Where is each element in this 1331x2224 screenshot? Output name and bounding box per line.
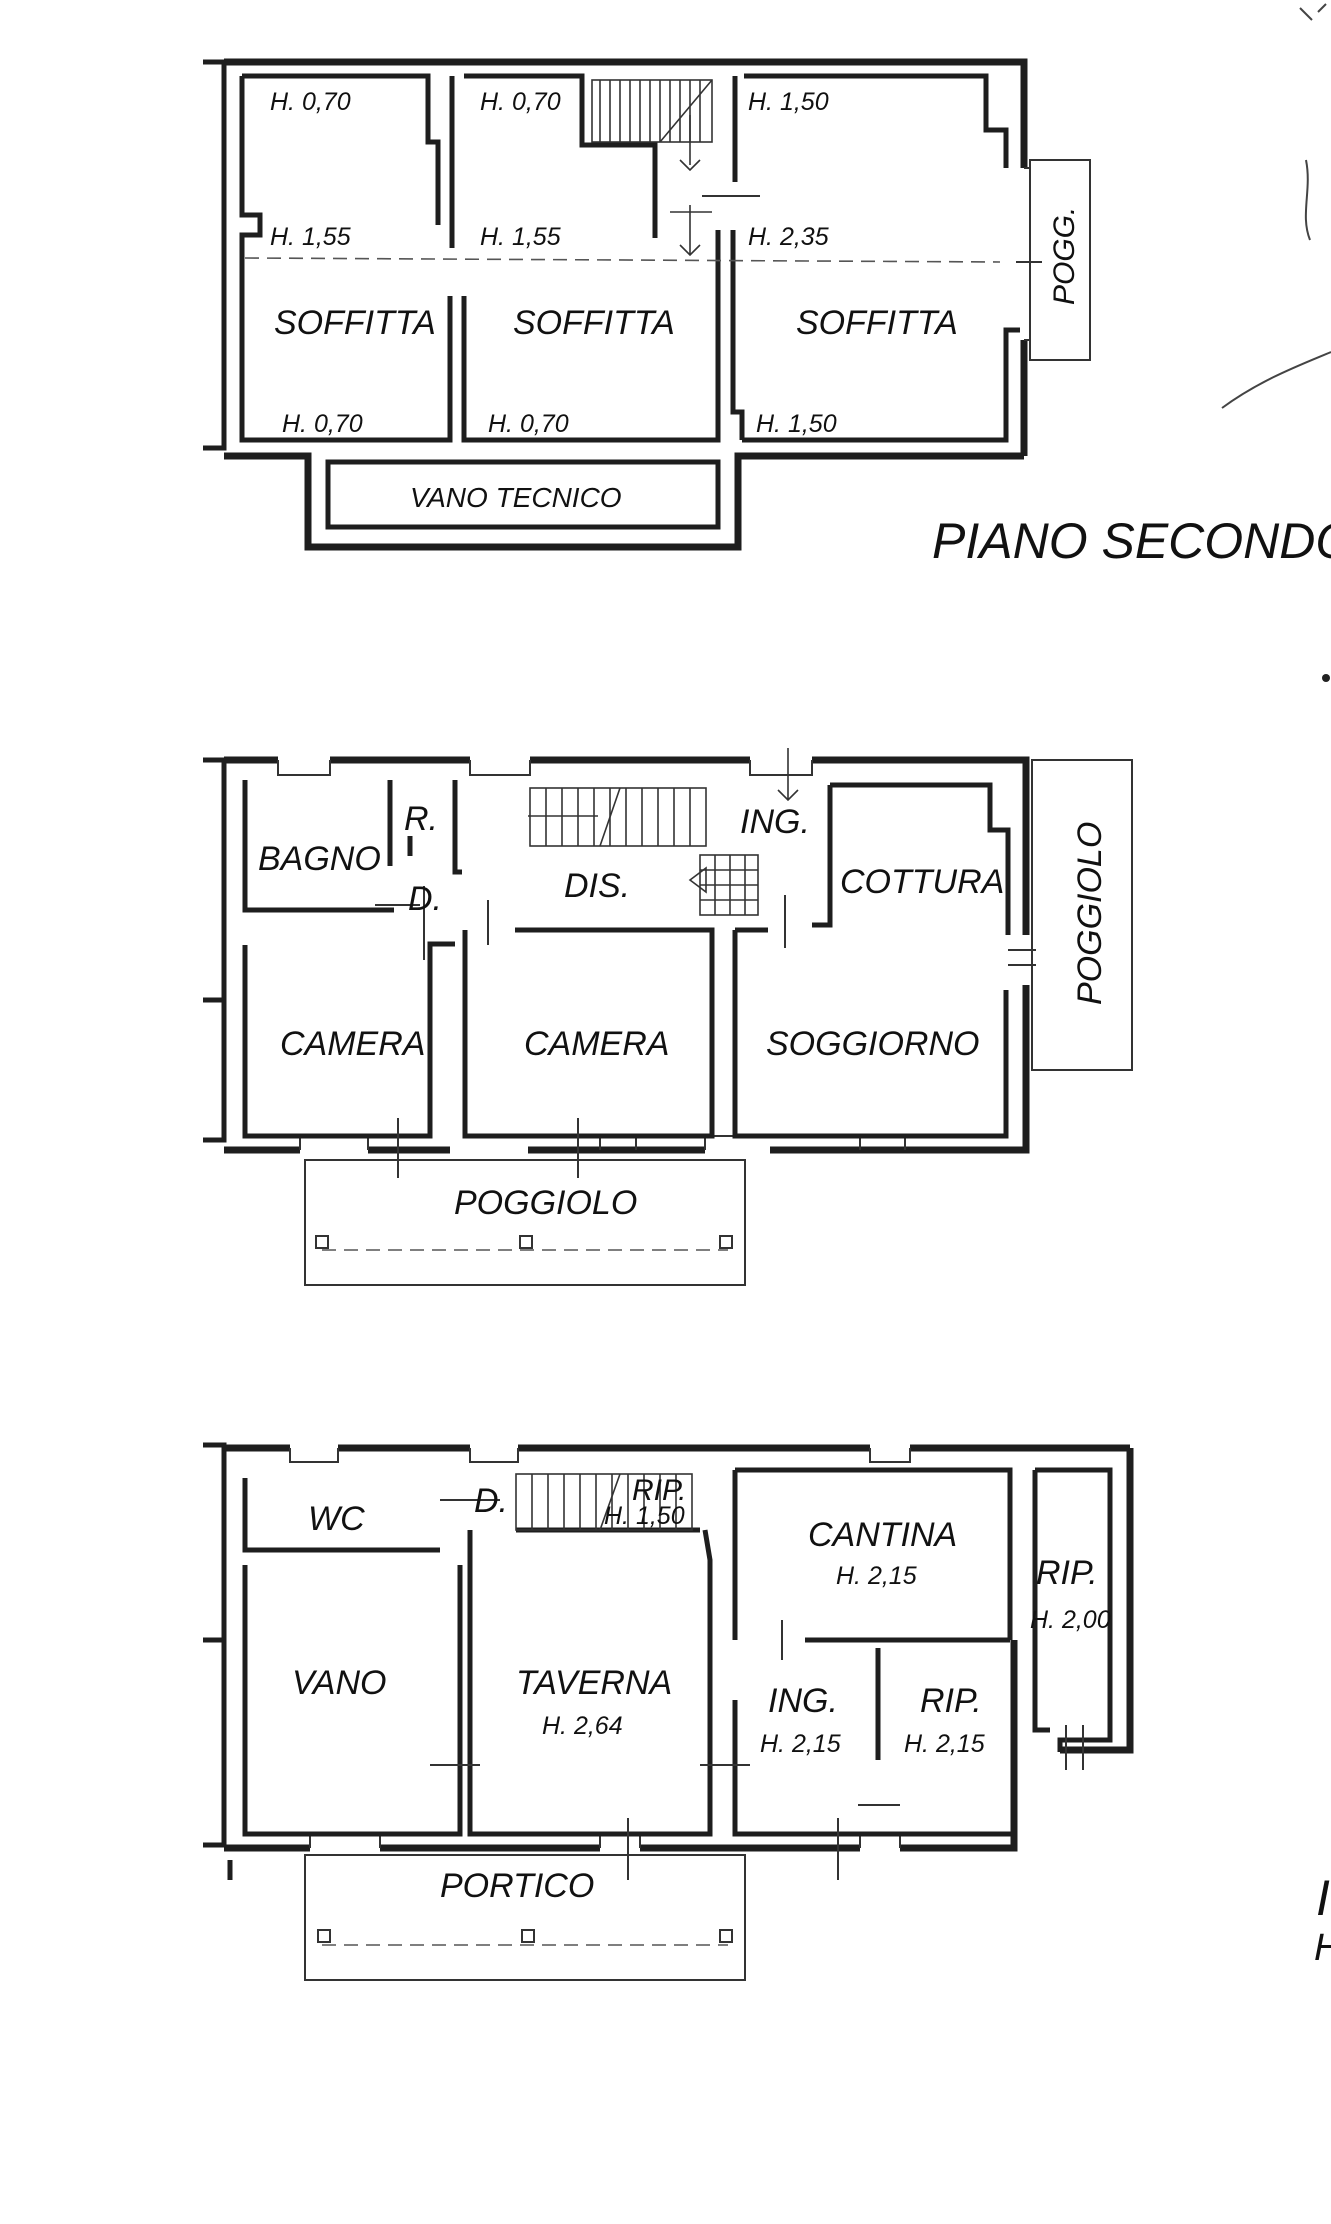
height-label: H. 0,70	[488, 410, 569, 438]
portico-box	[304, 1854, 746, 1981]
height-label: H. 2,64	[542, 1712, 623, 1740]
room-label-ing: ING.	[768, 1682, 838, 1720]
cottura-walls	[830, 782, 1011, 935]
room-label-ing: ING.	[740, 803, 810, 841]
rip-walls	[805, 1637, 1010, 1760]
camera-2-walls	[462, 927, 715, 1139]
taverna-walls	[467, 1529, 713, 1837]
height-label: H. 0,70	[282, 410, 363, 438]
height-label: H. 2,15	[760, 1730, 841, 1758]
floor-title: PIANO SECONDO	[932, 513, 1331, 569]
height-label: H. 2,35	[748, 223, 829, 251]
cut-off-title-fragment: I	[1316, 1870, 1330, 1926]
stair-ground-floor	[515, 1473, 693, 1531]
rip-side-walls	[1032, 1467, 1113, 1752]
height-label: H. 1,50	[748, 88, 829, 116]
room-label-soggiorno: SOGGIORNO	[766, 1025, 979, 1063]
room-label-rip: RIP.	[632, 1474, 686, 1507]
room3-top-wall	[744, 73, 1009, 168]
wc-walls	[242, 1478, 440, 1553]
room3-bottom-wall	[742, 327, 1020, 443]
pen-stroke	[1221, 351, 1331, 409]
height-label: H. 1,50	[604, 1502, 685, 1530]
pen-stroke	[1304, 159, 1311, 241]
room-label-soffitta: SOFFITTA	[274, 304, 436, 342]
stair-second-floor	[591, 79, 713, 257]
left-party-wall	[203, 59, 227, 451]
room-label-soffitta: SOFFITTA	[513, 304, 675, 342]
room-label-vano-tecnico: VANO TECNICO	[410, 482, 622, 513]
left-party-wall	[203, 757, 227, 1143]
vano-walls	[242, 1565, 463, 1837]
height-label: H. 1,55	[270, 223, 351, 251]
poggiolo-box-second	[1029, 159, 1091, 361]
room-label-portico: PORTICO	[440, 1867, 594, 1905]
room-label-poggiolo: POGGIOLO	[454, 1184, 637, 1222]
outer-wall-bottom	[224, 1640, 1018, 1852]
height-label: H. 1,50	[756, 410, 837, 438]
room1-inner-wall	[242, 73, 441, 225]
outer-wall-top	[224, 756, 1030, 935]
room-label-taverna: TAVERNA	[516, 1664, 672, 1702]
camera-1-walls	[242, 941, 455, 1139]
room-label-vano: VANO	[292, 1664, 386, 1702]
ing-walls	[732, 1470, 1014, 1837]
outer-wall-bottom	[224, 452, 1024, 551]
height-label: H. 0,70	[480, 88, 561, 116]
room-label-rip: RIP.	[920, 1682, 982, 1720]
room-label-camera: CAMERA	[280, 1025, 425, 1063]
vano-tecnico-box	[325, 459, 721, 530]
pen-stroke	[1299, 3, 1327, 21]
room-label-camera: CAMERA	[524, 1025, 669, 1063]
height-label: H. 2,15	[904, 1730, 985, 1758]
room1-left-bottom-wall	[239, 76, 453, 443]
cut-off-height-fragment: H	[1314, 1927, 1331, 1969]
cottura-partition	[812, 785, 833, 928]
room-label-rip: RIP.	[1036, 1554, 1098, 1592]
second-floor-plan: H. 0,70 H. 1,55 H. 0,70 H. 0,70 H. 1,55 …	[203, 58, 1331, 569]
ridge-line	[244, 257, 1001, 263]
bagno-walls	[242, 780, 394, 913]
room-label-bagno: BAGNO	[258, 840, 381, 878]
outer-wall-right-rip	[1060, 1448, 1134, 1754]
room-label-poggiolo: POGGIOLO	[1071, 822, 1109, 1005]
height-label: H. 1,55	[480, 223, 561, 251]
room-label-cantina: CANTINA	[808, 1516, 957, 1554]
room-label-soffitta: SOFFITTA	[796, 304, 958, 342]
height-label: H. 2,15	[836, 1562, 917, 1590]
room-label-cottura: COTTURA	[840, 863, 1004, 901]
ground-floor-plan: WC D. RIP. H. 1,50 CANTINA H. 2,15 RIP. …	[203, 1442, 1134, 1981]
room-label-disimpegno-door: D.	[408, 880, 442, 918]
soggiorno-walls	[732, 930, 1009, 1139]
room-label-wc: WC	[308, 1500, 365, 1538]
poggiolo-side-box	[1031, 759, 1133, 1071]
stair-first-floor	[528, 748, 799, 916]
outer-wall-top	[224, 58, 1028, 168]
first-floor-plan: BAGNO R. D. DIS. ING. COTTURA CAMERA CAM…	[203, 748, 1133, 1286]
room2-bottom-wall	[461, 230, 721, 443]
outer-wall-right	[1000, 985, 1030, 1154]
margin-marks: I H	[1221, 3, 1331, 1969]
height-label: H. 2,00	[1030, 1606, 1111, 1634]
poggiolo-front-box	[304, 1159, 746, 1286]
room-label-dis: DIS.	[564, 867, 630, 905]
room-label-ripostiglio: R.	[404, 800, 438, 838]
pen-dot	[1322, 674, 1330, 682]
partition-2-bottom	[730, 230, 745, 440]
height-label: H. 0,70	[270, 88, 351, 116]
room2-top-wall	[464, 73, 658, 238]
room-label-poggiolo: POGG.	[1048, 207, 1081, 305]
room-label-disimpegno-door: D.	[474, 1482, 508, 1520]
ripostiglio-walls	[387, 780, 462, 875]
left-party-wall	[203, 1442, 227, 1848]
cantina-walls	[735, 1467, 1013, 1640]
